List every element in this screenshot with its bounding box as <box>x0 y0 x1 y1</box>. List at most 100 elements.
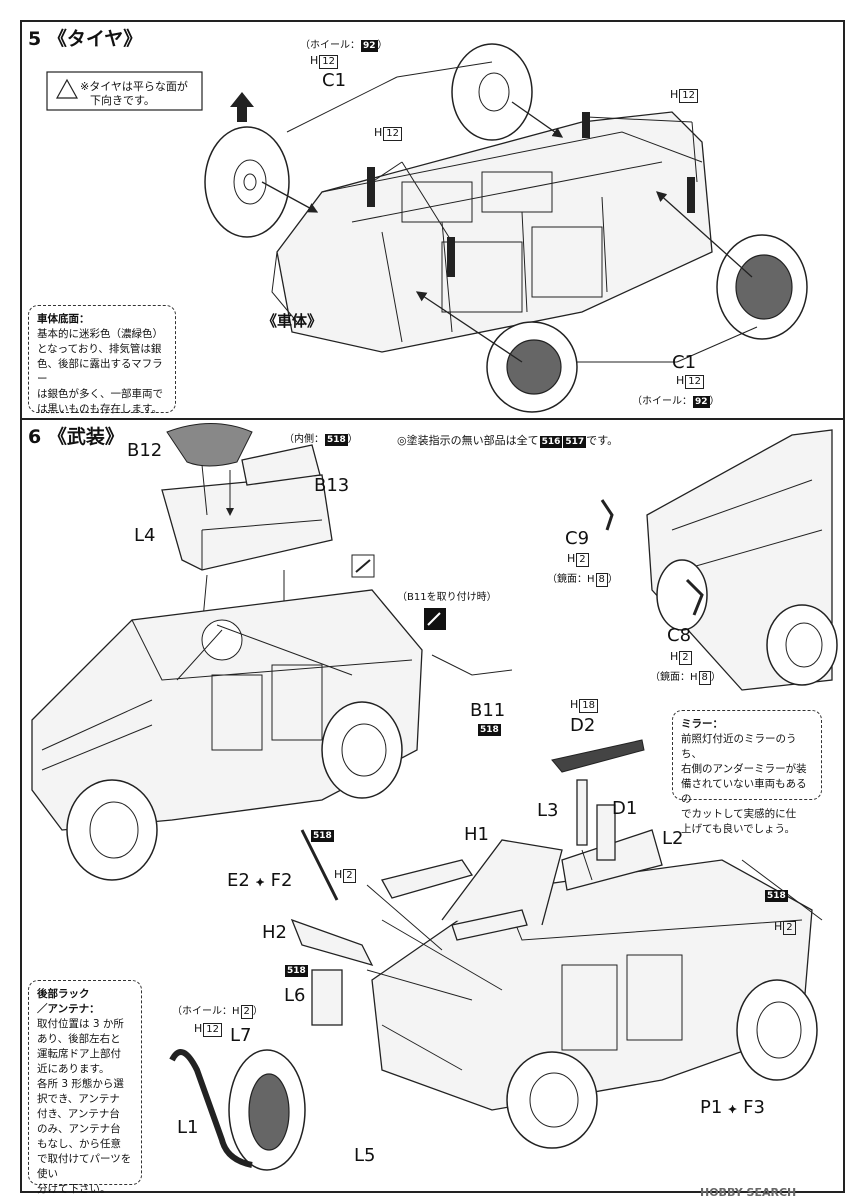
tire-warning-line2: 下向きです。 <box>90 94 155 107</box>
step-6-title: 《武装》 <box>47 426 124 448</box>
rear-vehicle-wheel <box>506 1051 598 1149</box>
vehicle-body-label: 《車体》 <box>262 312 323 330</box>
chassis-note-line: は銀色が多く、一部車両で <box>37 388 163 400</box>
part-b12: B12 <box>127 440 163 461</box>
main-vehicle-drawing <box>31 589 423 831</box>
mirror-note-line: でカットして実感的に仕 <box>681 808 797 820</box>
mirror-note: ミラー： 前照灯付近のミラーのうち、 右側のアンダーミラーが装 備されていない車… <box>672 710 822 835</box>
part-b11: B11 <box>470 700 506 721</box>
rack-note-line: のみ、アンテナ台 <box>37 1123 121 1135</box>
step-6-heading: 6 《武装》 <box>28 422 124 449</box>
part-h2: H2 <box>262 922 287 943</box>
part-c9: C9 <box>565 528 590 549</box>
glue-marker-icon <box>424 608 446 630</box>
rack-note-line: もなし、から任意 <box>37 1138 121 1150</box>
e2-color: 518 <box>311 830 334 842</box>
mirror-note-line: 前照灯付近のミラーのうち、 <box>681 733 797 760</box>
part-b13: B13 <box>314 475 350 496</box>
step-6-illustration <box>31 423 838 1171</box>
rack-note-line: 択でき、アンテナ <box>37 1093 120 1105</box>
rack-note-title2: ／アンテナ： <box>37 1003 100 1015</box>
mirror-note-line: 上げても良いでしょう。 <box>681 823 796 835</box>
warning-triangle-icon <box>55 78 79 99</box>
part-h1: H1 <box>464 824 489 845</box>
rear-vehicle-wheel-right <box>736 979 818 1081</box>
mirror-note-title: ミラー： <box>681 718 723 730</box>
step-5-illustration <box>46 43 808 413</box>
rack-note-line: 取付位置は 3 か所 <box>37 1018 124 1030</box>
chassis-underside-note: 車体底面： 基本的に迷彩色（濃緑色） となっており、排気管は銀 色、後部に露出す… <box>28 305 176 415</box>
chassis-note-title: 車体底面： <box>37 313 90 325</box>
tire-bottom <box>486 321 578 413</box>
part-d2: D2 <box>570 715 596 736</box>
chassis-note-line: は黒いものも存在します。 <box>37 403 162 415</box>
chassis-note-line: 基本的に迷彩色（濃緑色） <box>37 328 163 340</box>
inner-color-note: （内側：518） <box>284 434 358 446</box>
watermark: HOBBY SEARCH <box>700 1186 797 1199</box>
main-vehicle-wheel-front <box>66 779 158 881</box>
main-vehicle-wheel-rear <box>321 701 403 799</box>
rack-note-line: 近にあります。 <box>37 1063 110 1075</box>
tire-warning-line1: ※タイヤは平らな面が <box>80 80 188 93</box>
step-5-title: 《タイヤ》 <box>47 28 143 50</box>
step-5-number: 5 <box>28 28 42 50</box>
spare-tire <box>228 1049 306 1171</box>
rack-note-line: で取付けてパーツを使い <box>37 1153 132 1180</box>
tire-top-left <box>204 126 290 238</box>
step-6-number: 6 <box>28 426 42 448</box>
part-l1: L1 <box>177 1117 199 1138</box>
antenna-drawing <box>300 829 339 901</box>
rack-note-line: あり、後部左右と <box>37 1033 121 1045</box>
step-5-heading: 5 《タイヤ》 <box>28 24 142 51</box>
up-arrow-icon <box>230 92 254 122</box>
mirror-note-line: 備されていない車両もあるの <box>681 778 807 805</box>
l6-color: 518 <box>285 965 308 977</box>
part-l5: L5 <box>354 1145 376 1166</box>
part-e2: E2 ⯌ F2 <box>227 870 293 891</box>
c1-bottom-wheel-color: （ホイール：92） <box>632 396 720 408</box>
c1-top-wheel-color: （ホイール：92） <box>300 40 388 52</box>
rack-note-line: 付き、アンテナ台 <box>37 1108 120 1120</box>
rack-note-line: 各所 3 形態から選 <box>37 1078 124 1090</box>
part-p1: P1 ⯌ F3 <box>700 1097 765 1118</box>
rack-note-line: 分けて下さい。 <box>37 1183 111 1195</box>
vehicle-chassis-drawing <box>271 111 713 353</box>
chassis-note-line: 色、後部に露出するマフラー <box>37 358 163 385</box>
part-l6: L6 <box>284 985 306 1006</box>
part-l4: L4 <box>134 525 156 546</box>
part-l2: L2 <box>662 828 684 849</box>
tire-top-center <box>451 43 533 141</box>
cut-marker-icon <box>351 554 375 578</box>
part-c8: C8 <box>667 625 692 646</box>
rack-note-line: 運転席ドア上部付 <box>37 1048 121 1060</box>
part-c1-bottom: C1 <box>672 352 697 373</box>
rack-note-title: 後部ラック <box>37 988 90 1000</box>
tire-right <box>716 234 808 340</box>
part-d1: D1 <box>612 798 638 819</box>
turret-hatch-drawing <box>161 423 333 571</box>
chassis-note-line: となっており、排気管は銀 <box>37 343 162 355</box>
machine-gun-drawing <box>551 739 645 861</box>
right-rack-color: 518 <box>765 890 788 902</box>
b11-color: 518 <box>478 724 501 736</box>
part-c1-top: C1 <box>322 70 347 91</box>
rear-rack-antenna-note: 後部ラック ／アンテナ： 取付位置は 3 か所 あり、後部左右と 運転席ドア上部… <box>28 980 142 1195</box>
antenna-cable-l1 <box>169 1049 253 1168</box>
mirror-note-line: 右側のアンダーミラーが装 <box>681 763 807 775</box>
